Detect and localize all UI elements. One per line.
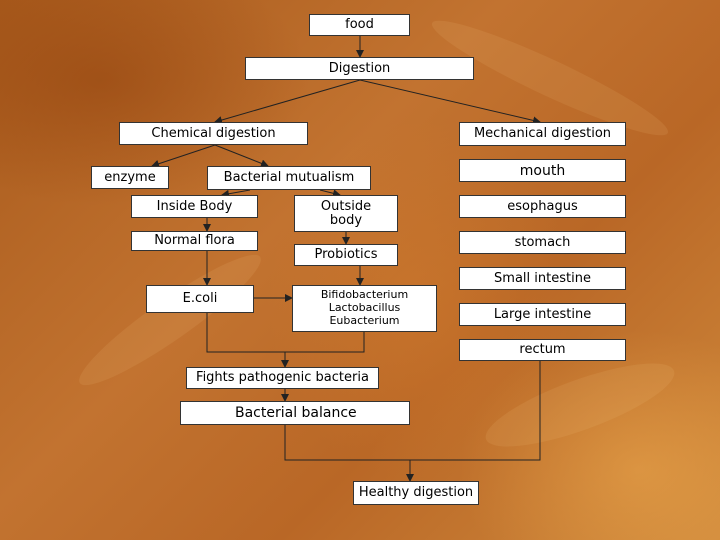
- node-healthy-digestion: Healthy digestion: [353, 481, 479, 505]
- node-food: food: [309, 14, 410, 36]
- node-mouth: mouth: [459, 159, 626, 182]
- node-fights-pathogenic-bacteria: Fights pathogenic bacteria: [186, 367, 379, 389]
- node-bacterial-mutualism: Bacterial mutualism: [207, 166, 371, 190]
- arrow-chemical-to-mutualism: [214, 144, 269, 168]
- node-normal-flora: Normal flora: [131, 231, 258, 251]
- arrow-chemical-to-enzyme: [151, 144, 216, 168]
- line-bacteria-to-fights: [285, 332, 365, 353]
- node-chemical-digestion: Chemical digestion: [119, 122, 308, 145]
- arrow-digestion-to-mechanical: [359, 79, 541, 125]
- node-rectum: rectum: [459, 339, 626, 361]
- node-bacteria-list: Bifidobacterium Lactobacillus Eubacteriu…: [292, 285, 437, 332]
- arrow-mutualism-to-outside: [319, 189, 341, 198]
- node-enzyme: enzyme: [91, 166, 169, 189]
- node-small-intestine: Small intestine: [459, 267, 626, 290]
- node-outside-body: Outside body: [294, 195, 398, 232]
- node-esophagus: esophagus: [459, 195, 626, 218]
- arrow-mutualism-to-inside: [221, 189, 251, 198]
- line-ecoli-to-fights: [206, 313, 285, 353]
- node-mechanical-digestion: Mechanical digestion: [459, 122, 626, 146]
- node-stomach: stomach: [459, 231, 626, 254]
- node-bacterial-balance: Bacterial balance: [180, 401, 410, 425]
- line-balance-to-healthy: [284, 425, 410, 461]
- node-digestion: Digestion: [245, 57, 474, 80]
- node-probiotics: Probiotics: [294, 244, 398, 266]
- node-ecoli: E.coli: [146, 285, 254, 313]
- line-rectum-to-healthy: [410, 361, 541, 461]
- node-inside-body: Inside Body: [131, 195, 258, 218]
- node-large-intestine: Large intestine: [459, 303, 626, 326]
- arrow-digestion-to-chemical: [214, 79, 361, 124]
